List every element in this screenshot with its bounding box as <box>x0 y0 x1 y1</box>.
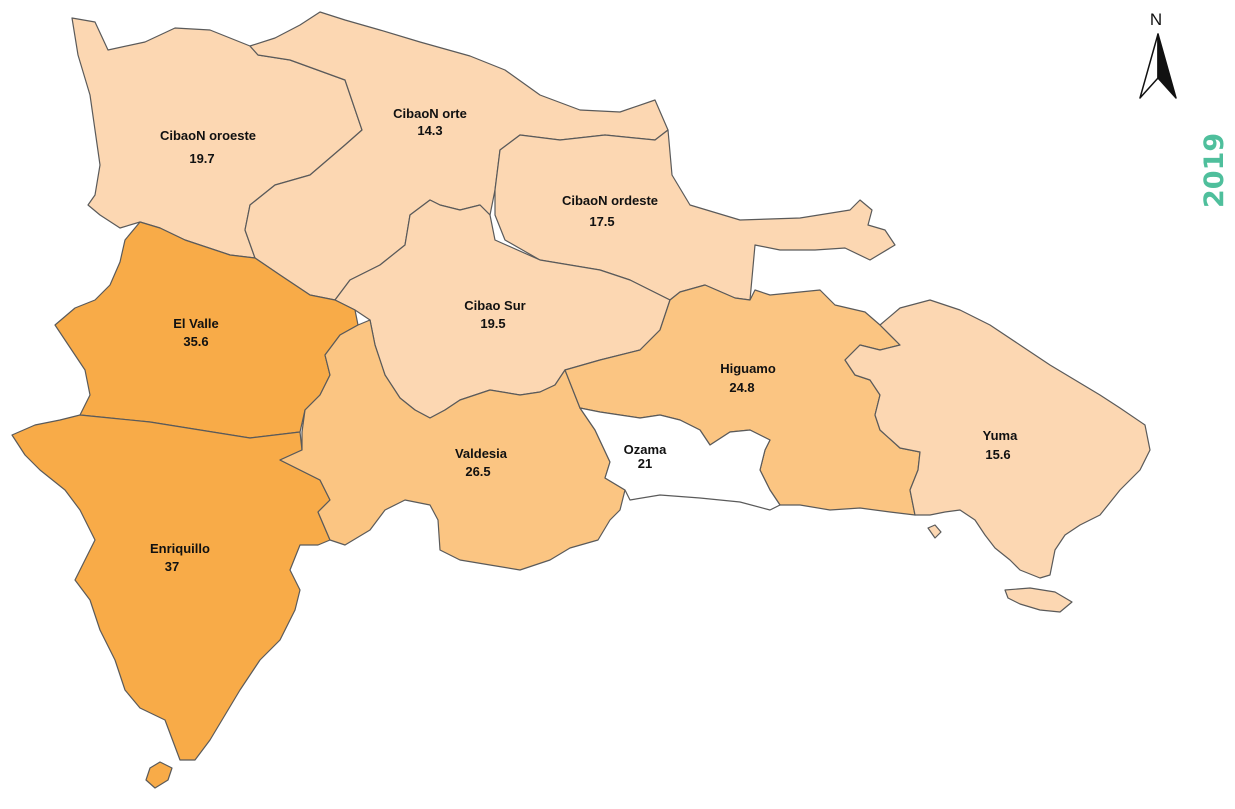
label-cibao-noroeste-name: CibaoN oroeste <box>160 128 256 143</box>
label-yuma-value: 15.6 <box>985 447 1010 462</box>
region-yuma <box>844 299 1151 579</box>
label-cibao-sur-name: Cibao Sur <box>464 298 525 313</box>
north-arrow-icon: N <box>1139 10 1177 99</box>
label-cibao-nordeste-value: 17.5 <box>589 214 614 229</box>
year-text: 2019 <box>1199 133 1230 208</box>
year-label: 2019 <box>1199 133 1230 208</box>
label-el-valle-value: 35.6 <box>183 334 208 349</box>
label-cibao-norte-value: 14.3 <box>417 123 442 138</box>
label-higuamo-value: 24.8 <box>729 380 754 395</box>
north-label: N <box>1150 10 1162 29</box>
label-valdesia-value: 26.5 <box>465 464 490 479</box>
region-enriquillo-island <box>145 761 173 789</box>
region-enriquillo <box>11 414 331 761</box>
label-cibao-noroeste-value: 19.7 <box>189 151 214 166</box>
label-cibao-norte-name: CibaoN orte <box>393 106 467 121</box>
label-yuma-name: Yuma <box>983 428 1018 443</box>
label-ozama-name: Ozama <box>624 442 667 457</box>
region-ozama <box>579 407 781 511</box>
region-yuma-islet <box>927 524 942 539</box>
region-yuma-island-saona <box>1004 587 1073 613</box>
label-valdesia-name: Valdesia <box>455 446 508 461</box>
label-cibao-nordeste-name: CibaoN ordeste <box>562 193 658 208</box>
label-higuamo-name: Higuamo <box>720 361 776 376</box>
label-cibao-sur-value: 19.5 <box>480 316 505 331</box>
label-el-valle-name: El Valle <box>173 316 219 331</box>
label-enriquillo-value: 37 <box>165 559 179 574</box>
label-enriquillo-name: Enriquillo <box>150 541 210 556</box>
label-ozama-value: 21 <box>638 456 652 471</box>
